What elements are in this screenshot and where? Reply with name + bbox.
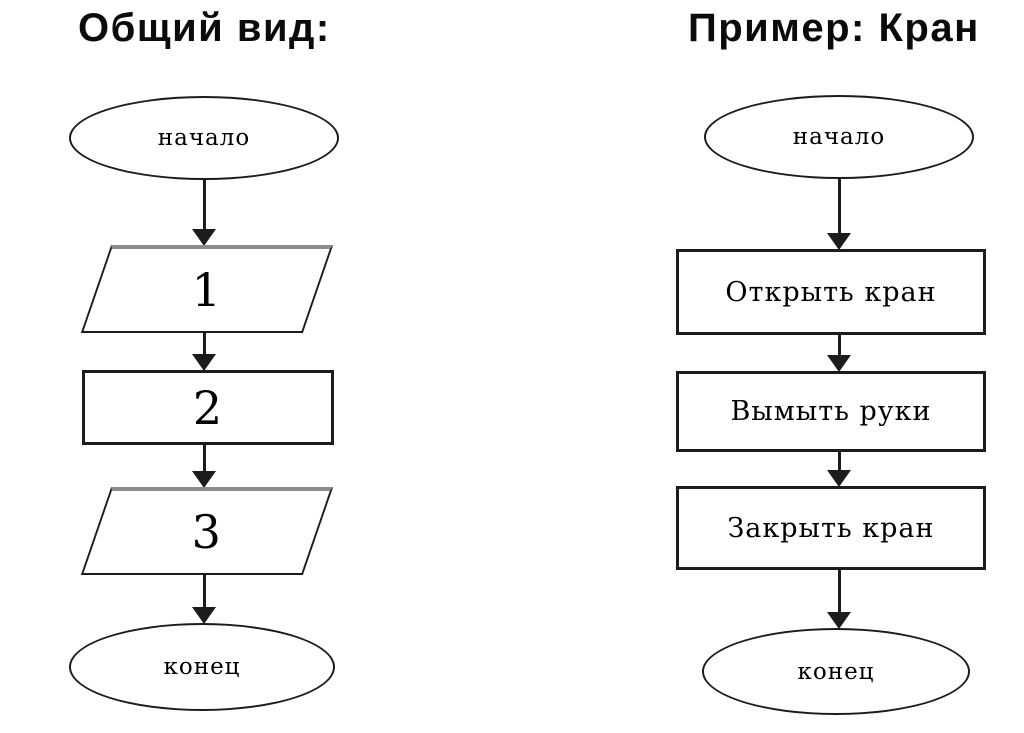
arrow-head-icon [192,607,216,624]
arrow-head-icon [827,355,851,372]
flow-arrow-right-1 [826,178,852,250]
arrow-head-icon [827,470,851,487]
arrow-shaft [837,452,841,473]
left-io3-label: 3 [192,505,222,559]
arrow-head-icon [827,612,851,629]
right-process-box-close-tap: Закрыть кран [676,486,986,570]
flow-arrow-right-2 [826,335,852,372]
left-start-label: начало [157,125,251,151]
left-io-parallelogram-3: 3 [80,487,334,575]
arrow-shaft [837,570,841,615]
flow-arrow-left-3 [191,445,217,488]
arrow-shaft [837,335,841,358]
right-process-box-open-tap: Открыть кран [676,249,986,335]
right-start-label: начало [792,124,886,150]
arrow-head-icon [192,354,216,371]
left-io1-label: 1 [192,263,222,317]
left-process2-label: 2 [192,380,224,435]
right-process1-label: Открыть кран [725,276,937,308]
left-process-box-2: 2 [82,370,334,445]
left-end-terminal: конец [69,623,335,711]
arrow-head-icon [192,229,216,246]
flow-arrow-left-2 [191,333,217,371]
flow-arrow-left-4 [191,575,217,624]
right-end-terminal: конец [702,628,970,715]
arrow-shaft [202,575,206,610]
right-end-label: конец [797,658,875,685]
right-start-terminal: начало [704,95,974,179]
left-start-terminal: начало [69,96,339,180]
arrow-shaft [202,333,206,357]
right-process2-label: Вымыть руки [730,396,932,427]
arrow-shaft [837,178,841,236]
right-process3-label: Закрыть кран [727,512,935,544]
flow-arrow-right-4 [826,570,852,629]
arrow-shaft [202,445,206,474]
flow-arrow-right-3 [826,452,852,487]
arrow-head-icon [192,471,216,488]
left-title: Общий вид: [78,6,331,50]
arrow-head-icon [827,233,851,250]
arrow-shaft [202,180,206,232]
flow-arrow-left-1 [191,180,217,246]
left-end-label: конец [163,654,241,680]
left-io-parallelogram-1: 1 [80,245,334,333]
right-title: Пример: Кран [688,6,980,50]
right-process-box-wash-hands: Вымыть руки [676,371,986,452]
